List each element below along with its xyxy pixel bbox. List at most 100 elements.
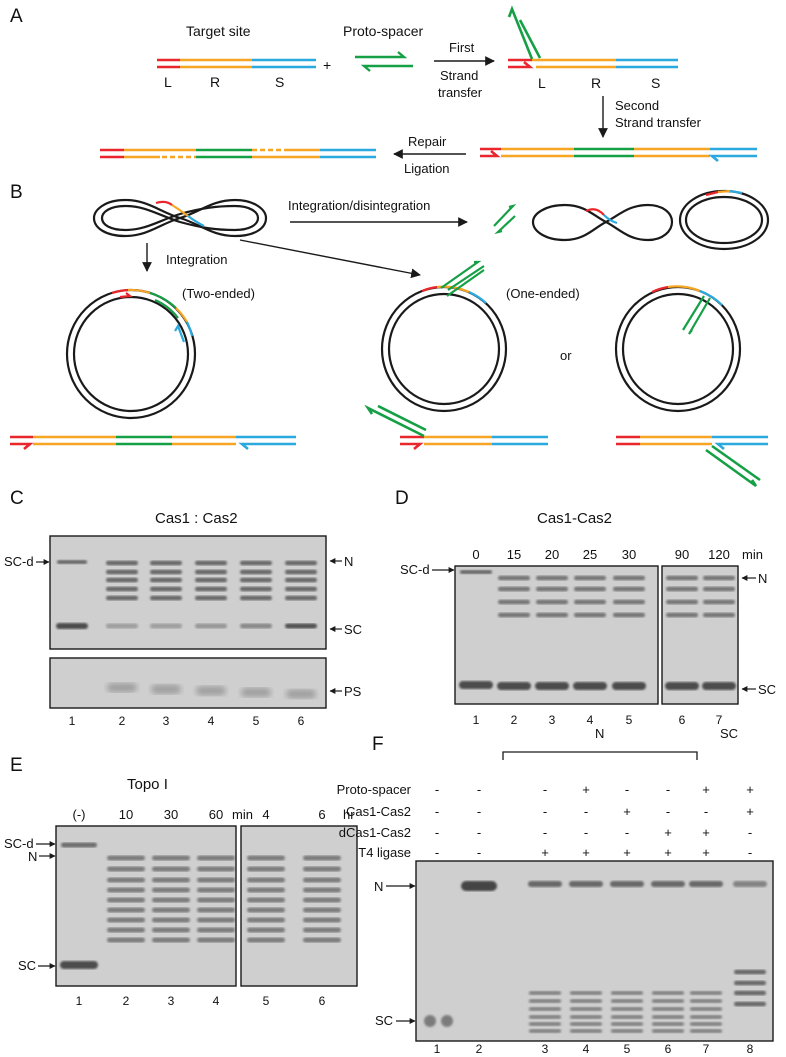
gel-band — [613, 586, 645, 592]
gel-band — [56, 623, 88, 629]
gel-band — [536, 599, 568, 605]
gel-band — [106, 623, 138, 629]
gel-band — [734, 1001, 766, 1007]
gel-band — [152, 866, 190, 872]
gel-band — [498, 586, 530, 592]
condition-cell: - — [543, 804, 547, 819]
gel-band — [195, 595, 227, 601]
condition-cell: + — [623, 804, 631, 819]
gel-band — [611, 1007, 643, 1011]
gel-band — [535, 682, 569, 690]
seg-l-label: L — [164, 74, 172, 90]
gel-band — [611, 1029, 643, 1033]
lane-number: 2 — [119, 714, 126, 728]
res-r-label: R — [591, 75, 601, 91]
gel-band — [285, 577, 317, 583]
gel-band — [247, 927, 285, 933]
gel-band — [195, 560, 227, 566]
lane-number: 3 — [542, 1042, 549, 1056]
condition-cell: - — [435, 804, 439, 819]
condition-cell: + — [664, 845, 672, 860]
gel-band — [195, 569, 227, 575]
gel-band — [247, 937, 285, 943]
gel-band — [498, 599, 530, 605]
condition-cell: + — [746, 782, 754, 797]
gel-band — [241, 687, 271, 697]
linear-product-two-ended — [10, 435, 296, 450]
gel-band — [240, 623, 272, 629]
gel-band — [690, 999, 722, 1003]
lane-number: 5 — [263, 994, 270, 1008]
second-transfer-product — [480, 147, 757, 162]
supercoiled-plasmid — [92, 198, 268, 238]
lane-number: 4 — [587, 713, 594, 727]
gel-band — [441, 1015, 453, 1027]
gel-band — [303, 897, 341, 903]
gel-band — [152, 897, 190, 903]
condition-cell: - — [543, 825, 547, 840]
one-ended-label: (One-ended) — [506, 286, 580, 301]
condition-cell: - — [584, 804, 588, 819]
panel-c-letter: C — [10, 488, 24, 509]
gel-band — [652, 1007, 684, 1011]
panel-c-bands — [56, 560, 317, 629]
lane-number: 7 — [703, 1042, 710, 1056]
gel-band — [240, 569, 272, 575]
res-l-label: L — [538, 75, 546, 91]
transfer-label: transfer — [438, 85, 483, 100]
panel-f: F N SC Proto-spacer---+--++Cas1-Cas2----… — [337, 726, 774, 1056]
condition-cell: + — [702, 825, 710, 840]
gel-band — [570, 1029, 602, 1033]
gel-band — [570, 1015, 602, 1019]
gel-band — [107, 683, 137, 693]
gel-band — [702, 682, 736, 690]
lane-number: 2 — [476, 1042, 483, 1056]
gel-band — [150, 595, 182, 601]
gel-band — [240, 586, 272, 592]
gel-band — [613, 575, 645, 581]
panel-d-title: Cas1-Cas2 — [537, 510, 612, 527]
relaxed-figure-eight — [531, 203, 674, 242]
gel-band — [574, 586, 606, 592]
gel-band — [690, 1015, 722, 1019]
lane-header: 30 — [164, 807, 178, 822]
gel-band — [247, 855, 285, 861]
lane-number: 6 — [679, 713, 686, 727]
gel-band — [734, 980, 766, 986]
lane-number: 5 — [626, 713, 633, 727]
gel-band — [247, 887, 285, 893]
panel-f-n-label: N — [374, 879, 383, 894]
panel-b: B Integration/disintegration — [10, 182, 770, 488]
gel-band — [459, 681, 493, 689]
gel-band — [196, 686, 226, 696]
lane-header: 6 — [318, 807, 325, 822]
gel-band — [61, 842, 97, 848]
panel-f-letter: F — [372, 734, 384, 755]
gel-band — [197, 917, 235, 923]
panel-d-scd-label: SC-d — [400, 562, 430, 577]
gel-band — [106, 586, 138, 592]
gel-band — [150, 577, 182, 583]
target-site-label: Target site — [186, 23, 251, 39]
panel-e-gel-right — [240, 825, 358, 987]
gel-band — [106, 560, 138, 566]
final-product — [100, 148, 376, 159]
gel-band — [247, 866, 285, 872]
panel-e-unit2: hr — [343, 807, 355, 822]
lane-number: 1 — [76, 994, 83, 1008]
condition-cell: + — [746, 804, 754, 819]
first-label: First — [449, 40, 475, 55]
gel-band — [529, 1022, 561, 1026]
gel-band — [703, 612, 735, 618]
condition-row-label: Cas1-Cas2 — [346, 804, 411, 819]
relaxed-circle — [678, 189, 770, 251]
gel-band — [652, 991, 684, 995]
gel-band — [569, 881, 603, 887]
panel-f-bands — [424, 881, 767, 1033]
proto-spacer-label: Proto-spacer — [343, 23, 423, 39]
gel-band — [303, 887, 341, 893]
gel-band — [611, 1022, 643, 1026]
panel-c-gel-top — [49, 535, 327, 650]
